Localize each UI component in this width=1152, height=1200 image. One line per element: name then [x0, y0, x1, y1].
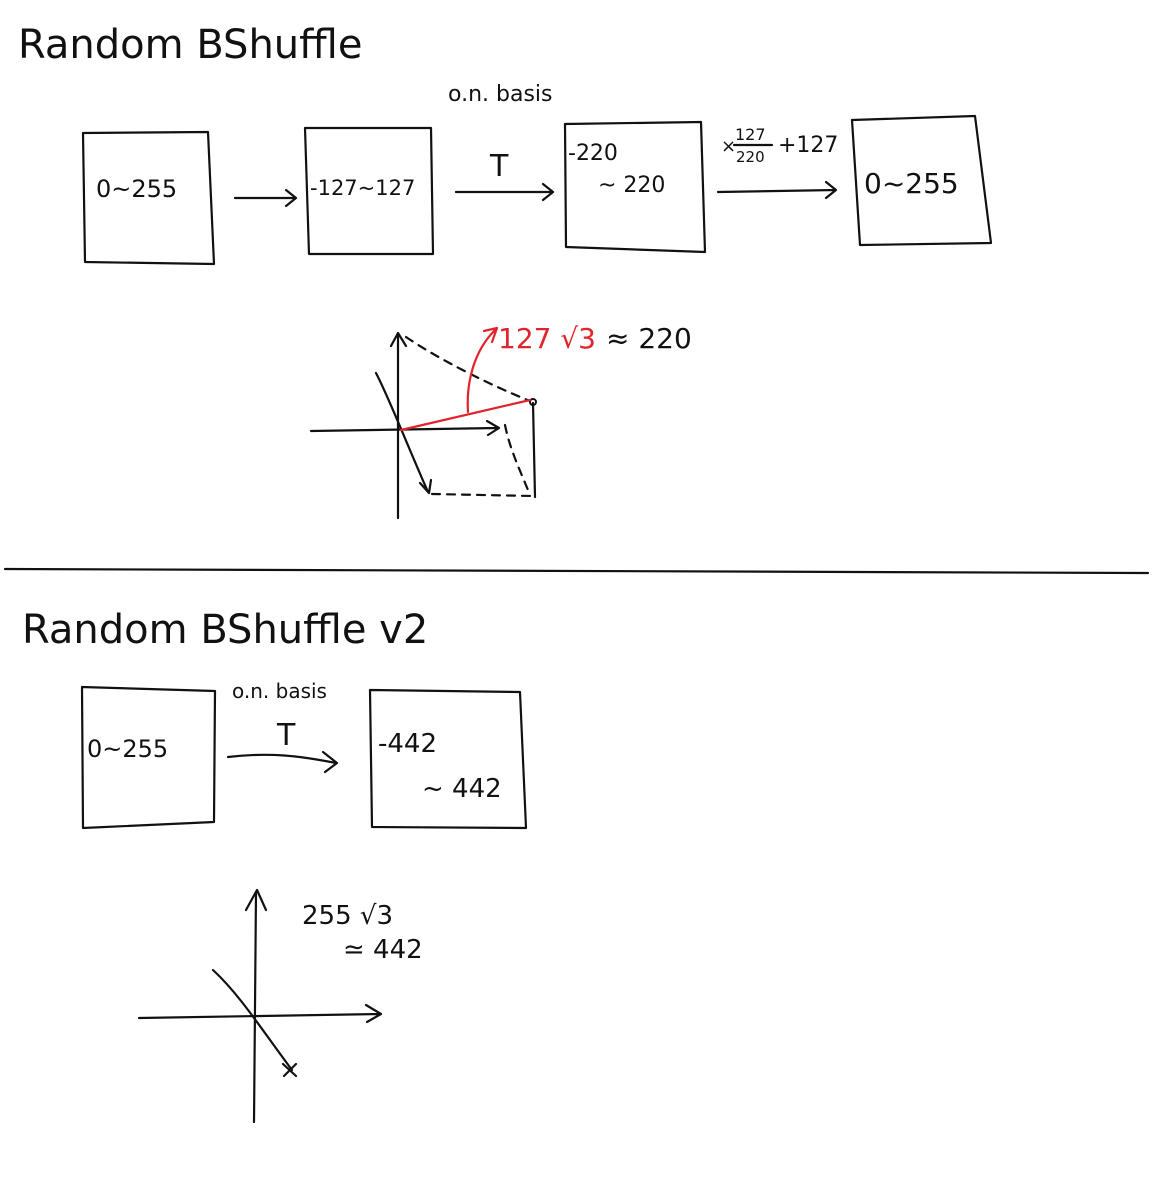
- s1-box-rotated-line1: -220: [568, 141, 618, 166]
- s2-box-rotated-line1: -442: [378, 729, 437, 759]
- s1-box-output: 0~255: [850, 114, 993, 247]
- s1-scale-offset: +127: [778, 133, 838, 158]
- s2-note-line1: 255 √3: [302, 901, 393, 931]
- s2-arrow: [226, 750, 339, 774]
- s1-vector-length: 127 √3: [498, 322, 596, 355]
- s1-scale-times: ×: [721, 136, 736, 157]
- s1-box-rotated-line2: ~ 220: [598, 173, 665, 198]
- section1-title: Random BShuffle: [18, 22, 362, 68]
- s2-box-input: 0~255: [80, 685, 217, 830]
- s2-z-axis: [211, 968, 298, 1078]
- s1-box-input: 0~255: [81, 130, 216, 266]
- s1-arrow-1: [233, 188, 298, 208]
- s1-box-output-label: 0~255: [864, 167, 959, 200]
- s1-box-rotated: -220 ~ 220: [563, 120, 707, 254]
- s2-note-line2: ≃ 442: [343, 935, 423, 965]
- s1-axes-sketch: [309, 326, 537, 520]
- s1-projection-top: [404, 335, 532, 403]
- s1-scale-denominator: 220: [736, 148, 765, 166]
- s2-box-input-label: 0~255: [87, 735, 168, 763]
- s1-z-axis: [374, 371, 433, 495]
- s1-projection-side: [503, 423, 532, 497]
- s1-corner-drop: [531, 401, 537, 499]
- s1-callout-arrow: [466, 326, 499, 414]
- s1-vector-approx: ≈ 220: [606, 322, 692, 355]
- s2-basis-label: o.n. basis: [232, 679, 327, 703]
- s2-x-axis: [137, 1003, 383, 1024]
- s1-basis-label: o.n. basis: [448, 82, 552, 107]
- s2-transform-label: T: [276, 718, 296, 753]
- s1-box-centered: -127~127: [303, 126, 435, 256]
- s2-y-axis: [244, 888, 268, 1124]
- s1-y-axis: [389, 331, 408, 520]
- s1-box-input-label: 0~255: [96, 175, 177, 203]
- s1-transform-label: T: [489, 149, 509, 184]
- s2-box-rotated-line2: ~ 442: [422, 774, 502, 804]
- s1-arrow-3: [716, 180, 838, 200]
- s1-scale-numerator: 127: [735, 125, 766, 144]
- section-divider: [3, 567, 1150, 575]
- s2-axes-sketch: [137, 888, 383, 1124]
- s2-box-rotated: -442 ~ 442: [368, 688, 528, 830]
- s1-projection-bottom: [430, 492, 534, 498]
- section2-title: Random BShuffle v2: [22, 607, 428, 653]
- s1-corner-point: [529, 398, 537, 406]
- s1-diagonal-vector: [399, 398, 532, 432]
- s1-arrow-2: [454, 182, 555, 202]
- s1-box-centered-label: -127~127: [310, 176, 415, 200]
